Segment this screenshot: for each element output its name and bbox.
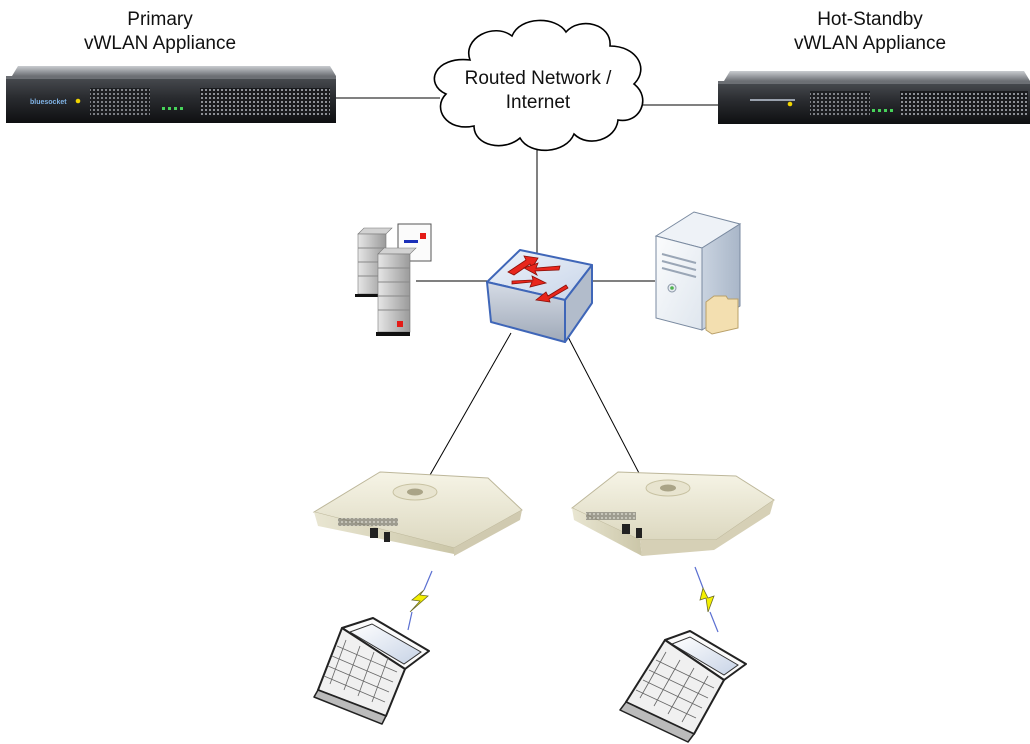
primary-appliance: bluesocket bbox=[6, 66, 336, 123]
link-switch-to-ap-right bbox=[565, 332, 641, 476]
wireless-signal-right bbox=[694, 566, 719, 633]
switch-arrow-2 bbox=[523, 262, 561, 276]
wireless-signal-left bbox=[407, 570, 433, 631]
server-stack-icon bbox=[355, 223, 432, 336]
wireless-access-point-icon-right bbox=[571, 471, 775, 556]
standby-appliance-label-line2: vWLAN Appliance bbox=[793, 33, 947, 54]
cloud-label-line1: Routed Network / bbox=[465, 68, 613, 89]
primary-appliance-label-line1: Primary bbox=[127, 9, 193, 30]
standby-appliance-label: Hot-Standby vWLAN Appliance bbox=[740, 8, 1000, 56]
cloud-label-line2: Internet bbox=[506, 92, 571, 113]
link-switch-to-ap-left bbox=[429, 332, 512, 476]
laptop-icon-right bbox=[619, 630, 747, 743]
connection-lines bbox=[336, 97, 720, 476]
laptop-icon-left bbox=[313, 617, 430, 725]
switch-arrow-1 bbox=[507, 255, 539, 276]
primary-appliance-label-line2: vWLAN Appliance bbox=[83, 33, 237, 54]
switch-arrow-3 bbox=[511, 275, 548, 288]
network-switch-icon bbox=[486, 249, 593, 343]
standby-appliance bbox=[718, 71, 1030, 124]
wireless-access-point-icon-left bbox=[312, 471, 523, 556]
switch-arrow-4 bbox=[535, 284, 569, 303]
primary-appliance-brand: bluesocket bbox=[30, 99, 67, 106]
cloud-icon: Routed Network / Internet bbox=[433, 19, 644, 152]
standby-appliance-label-line1: Hot-Standby bbox=[817, 9, 923, 30]
primary-appliance-label: Primary vWLAN Appliance bbox=[30, 8, 290, 56]
file-server-icon bbox=[654, 211, 742, 335]
